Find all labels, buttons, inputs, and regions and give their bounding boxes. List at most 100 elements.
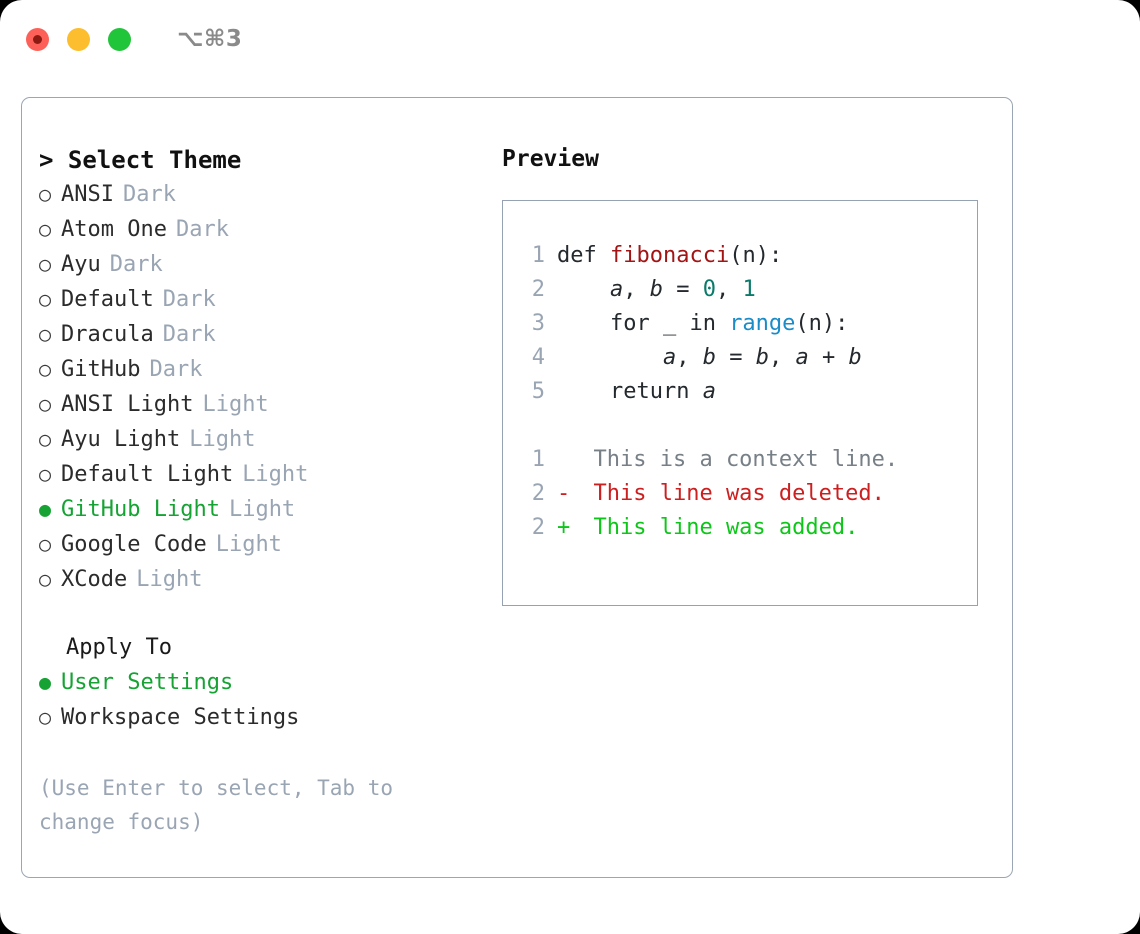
radio-unselected-icon: ○ xyxy=(39,427,52,451)
apply-to-option-label: User Settings xyxy=(61,670,234,695)
maximize-window-icon[interactable] xyxy=(108,27,131,51)
code-token-plain: (n): xyxy=(729,243,783,268)
code-line-number: 1 xyxy=(531,243,545,268)
radio-selected-icon: ● xyxy=(39,670,52,694)
radio-unselected-icon: ○ xyxy=(39,287,52,311)
apply-to-section: Apply To ● User Settings ○ Workspace Settin… xyxy=(39,631,499,735)
minimize-window-icon[interactable] xyxy=(67,27,90,51)
code-line: 2 a, b = 0, 1 xyxy=(519,273,977,307)
code-token-plain: , xyxy=(715,277,743,302)
code-line-text: a, b = 0, 1 xyxy=(557,273,756,307)
code-token-num: 0 xyxy=(702,277,716,302)
code-token-var: a xyxy=(702,379,716,404)
theme-option-label: Default Light xyxy=(61,462,234,487)
theme-option-variant: Light xyxy=(228,497,296,522)
title-bar: ⌥⌘3 xyxy=(0,0,1140,78)
code-token-var: a xyxy=(609,277,624,302)
code-line-text: a, b = b, a + b xyxy=(557,341,862,375)
theme-option-variant: Light xyxy=(189,427,256,452)
diff-line-text: This line was added. xyxy=(567,515,859,540)
radio-unselected-icon: ○ xyxy=(39,217,52,241)
apply-to-option-workspace-settings[interactable]: ○ Workspace Settings xyxy=(39,700,499,735)
theme-option-variant: Dark xyxy=(122,182,176,207)
code-token-var: a xyxy=(795,345,809,370)
theme-option-variant: Dark xyxy=(149,357,203,382)
code-token-plain: (n): xyxy=(795,311,849,336)
theme-option-variant: Dark xyxy=(109,252,163,277)
keyboard-hint-text: (Use Enter to select, Tab to change focu… xyxy=(39,776,394,834)
theme-option-variant: Light xyxy=(202,392,269,417)
diff-line-text: This is a context line. xyxy=(567,447,899,472)
theme-option-label: XCode xyxy=(61,567,128,592)
apply-to-label: Apply To xyxy=(66,635,172,660)
theme-option-label: Default xyxy=(61,287,154,312)
radio-unselected-icon: ○ xyxy=(39,357,52,381)
code-token-plain: = xyxy=(715,345,756,370)
code-token-plain: , xyxy=(623,277,650,302)
traffic-lights xyxy=(26,27,131,51)
radio-unselected-icon: ○ xyxy=(39,705,52,729)
code-token-var: b xyxy=(649,277,663,302)
radio-unselected-icon: ○ xyxy=(39,182,52,206)
theme-option-label: Atom One xyxy=(61,217,167,242)
code-line-number: 2 xyxy=(531,277,545,302)
diff-line-del: 2- This line was deleted. xyxy=(519,477,977,511)
code-line: 5 return a xyxy=(519,375,977,409)
radio-unselected-icon: ○ xyxy=(39,252,52,276)
diff-line-body: - This line was deleted. xyxy=(557,477,885,511)
diff-sign: - xyxy=(557,481,571,506)
diff-line-text: This line was deleted. xyxy=(567,481,885,506)
diff-line-body: This is a context line. xyxy=(557,443,898,477)
apply-to-option-user-settings[interactable]: ● User Settings xyxy=(39,665,499,700)
diff-sample: 1 This is a context line.2- This line wa… xyxy=(519,443,977,545)
code-line-number: 4 xyxy=(531,345,545,370)
close-window-icon[interactable] xyxy=(26,27,49,51)
theme-option-ansi-light[interactable]: ○ ANSI Light Light xyxy=(39,387,499,422)
code-line: 4 a, b = b, a + b xyxy=(519,341,977,375)
code-token-plain: + xyxy=(808,345,849,370)
theme-option-github-light[interactable]: ● GitHub Light Light xyxy=(39,492,499,527)
code-token-fn: fibonacci xyxy=(609,243,730,268)
theme-option-label: GitHub Light xyxy=(61,497,220,522)
code-line-number: 3 xyxy=(531,311,545,336)
radio-unselected-icon: ○ xyxy=(39,322,52,346)
theme-option-variant: Light xyxy=(242,462,309,487)
code-line-number: 5 xyxy=(531,379,545,404)
theme-option-github[interactable]: ○ GitHub Dark xyxy=(39,352,499,387)
diff-line-add: 2+ This line was added. xyxy=(519,511,977,545)
code-token-var: b xyxy=(755,345,769,370)
radio-selected-icon: ● xyxy=(39,497,52,521)
code-token-call: range xyxy=(729,311,796,336)
apply-to-option-label: Workspace Settings xyxy=(61,705,300,730)
code-token-plain xyxy=(557,345,663,370)
code-token-plain: , xyxy=(676,345,703,370)
apply-to-option-list[interactable]: ● User Settings ○ Workspace Settings xyxy=(39,665,499,735)
radio-unselected-icon: ○ xyxy=(39,392,52,416)
theme-option-label: Google Code xyxy=(61,532,207,557)
code-token-var: b xyxy=(702,345,716,370)
theme-option-label: ANSI Light xyxy=(61,392,194,417)
diff-line-number: 2 xyxy=(531,481,545,506)
preview-title: Preview xyxy=(502,146,599,172)
theme-option-label: GitHub xyxy=(61,357,141,382)
code-token-plain: return xyxy=(557,379,703,404)
radio-unselected-icon: ○ xyxy=(39,532,52,556)
diff-line-ctx: 1 This is a context line. xyxy=(519,443,977,477)
radio-unselected-icon: ○ xyxy=(39,567,52,591)
